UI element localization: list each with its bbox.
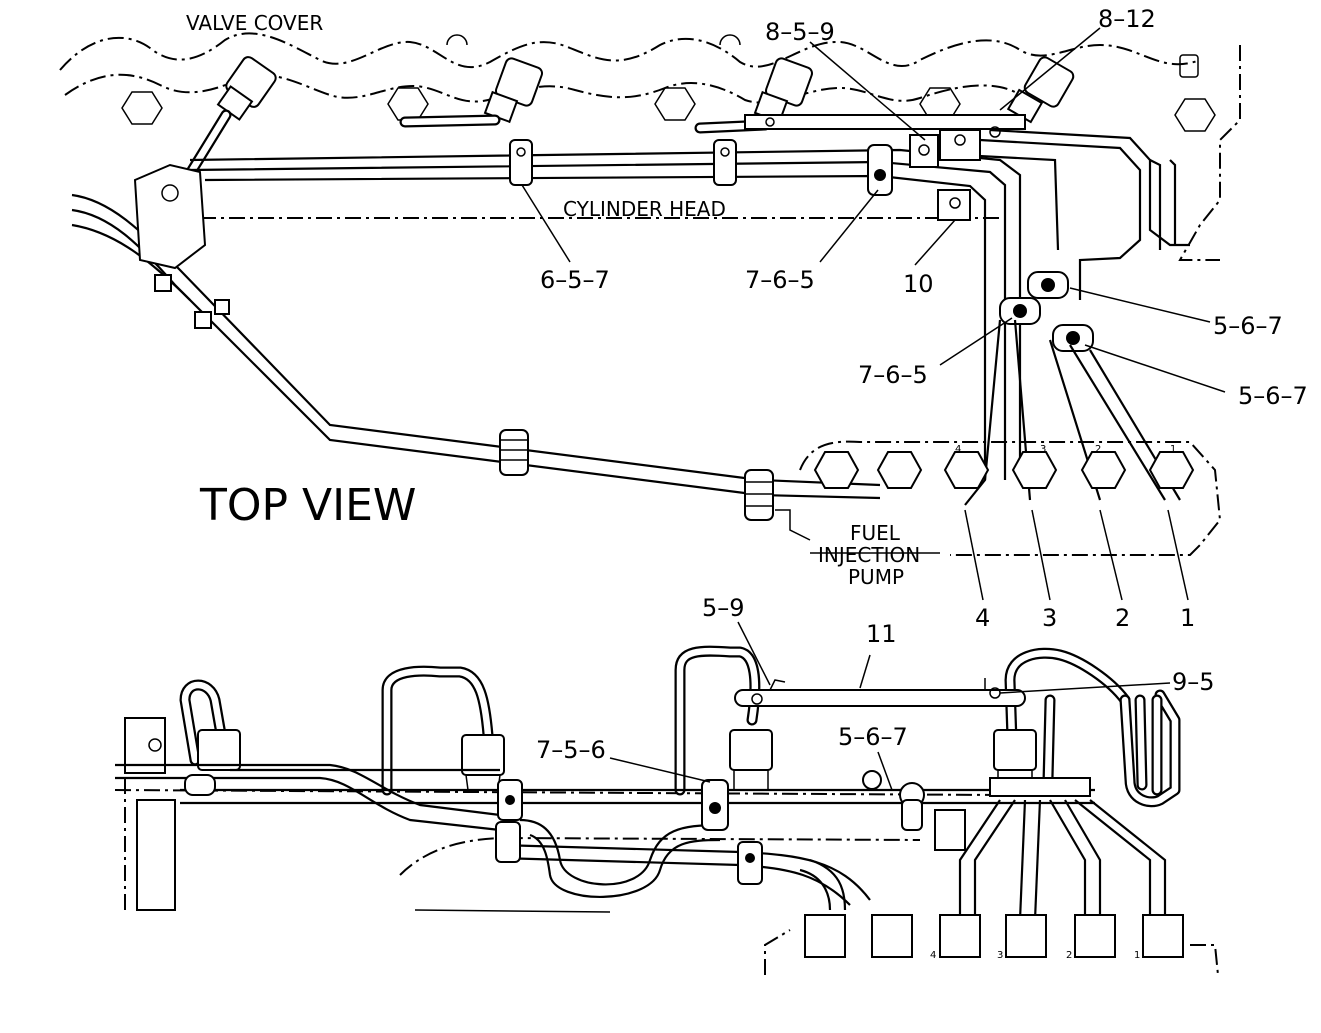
clamps-side: [148, 738, 1091, 885]
callout-5-6-7-b: 5–6–7: [1238, 382, 1308, 410]
head-bolt-hex: [387, 87, 429, 121]
leader-lines-top: [521, 27, 1226, 601]
return-line-sleeve: [744, 469, 774, 521]
top-view-title: TOP VIEW: [199, 480, 416, 531]
head-bolt-hex: [121, 91, 163, 125]
injector-2: [399, 57, 544, 128]
pump-label-line3: PUMP: [848, 565, 904, 589]
loop-tubes: [179, 645, 1181, 808]
head-bolt-hex: [1174, 98, 1216, 132]
valve-cover-outline-inner: [64, 73, 1016, 104]
block-outline-lower: [399, 836, 921, 876]
outlet-mark-b2: 2: [1066, 950, 1072, 961]
injector-4: [1006, 56, 1075, 124]
valve-cover-label: VALVE COVER: [186, 11, 323, 35]
outlet-mark-4: 4: [955, 444, 961, 455]
pump-outlets-side: 4 3 2 1: [804, 914, 1184, 961]
pump-label-line2: INJECTION: [818, 543, 920, 567]
side-view: 4 3 2 1 5–9 11 9–5 5–6–7 7–5–6: [114, 594, 1219, 976]
callout-11: 11: [866, 620, 897, 648]
callout-8-5-9: 8–5–9: [765, 18, 835, 46]
callout-5-6-7-side: 5–6–7: [838, 723, 908, 751]
valve-cover-bolt-arc: [446, 34, 468, 46]
callout-9-5: 9–5: [1172, 668, 1215, 696]
head-bolt-hex: [654, 87, 696, 121]
bracket-10: [937, 189, 971, 221]
pump-delivery-lines-side: [799, 799, 1167, 921]
clamp-set-right: [999, 271, 1094, 352]
injector-nuts-side: [197, 729, 1037, 791]
callout-line-1: 1: [1180, 604, 1195, 632]
outlet-mark-2: 2: [1095, 444, 1101, 455]
callout-10: 10: [903, 270, 934, 298]
callout-7-5-6: 7–5–6: [536, 736, 606, 764]
outlet-mark-b4: 4: [930, 950, 936, 961]
pump-outline-side: [764, 929, 1219, 976]
callout-7-6-5-b: 7–6–5: [858, 361, 928, 389]
outlet-mark-3: 3: [1040, 444, 1046, 455]
valve-cover-bolt-arc: [719, 34, 741, 46]
valve-cover-tab: [1179, 54, 1199, 78]
callout-8-12: 8–12: [1098, 5, 1156, 33]
injector-bracket-bar: [744, 114, 1026, 130]
top-view: 4 3 2 1 VALVE COVER CYLINDER HEAD TOP VI…: [59, 5, 1308, 632]
fuel-line-bundle: [189, 128, 1190, 480]
clamp-6-5-7: [509, 139, 533, 186]
left-bracket: [133, 163, 207, 270]
injection-pump-outline: [799, 440, 1222, 556]
injector-1: [174, 56, 277, 196]
pump-delivery-lines-top: [964, 319, 1181, 506]
callout-6-5-7: 6–5–7: [540, 266, 610, 294]
left-mount: [136, 799, 176, 911]
return-line-sleeve: [499, 429, 529, 476]
leader-lines-bottom: [609, 621, 1171, 791]
clamp-top: [713, 139, 737, 186]
outlet-mark-b3: 3: [997, 950, 1003, 961]
pump-label-line1: FUEL: [850, 521, 901, 545]
left-mount-cap: [124, 717, 166, 774]
clamp-8-5-9: [909, 134, 939, 168]
callout-line-3: 3: [1042, 604, 1057, 632]
pump-leader: [775, 509, 811, 541]
callout-5-6-7-a: 5–6–7: [1213, 312, 1283, 340]
cylinder-head-right-edge: [1178, 45, 1241, 261]
callout-line-2: 2: [1115, 604, 1130, 632]
callout-7-6-5-a: 7–6–5: [745, 266, 815, 294]
bracket-bar-11: [734, 689, 1026, 707]
callout-line-4: 4: [975, 604, 990, 632]
valve-cover-outline: [59, 32, 1201, 71]
outlet-mark-b1: 1: [1134, 950, 1140, 961]
cylinder-head-label: CYLINDER HEAD: [563, 197, 726, 221]
pump-outlets-top: 4 3 2 1: [813, 444, 1195, 489]
callout-5-9: 5–9: [702, 594, 745, 622]
outlet-mark-1: 1: [1170, 444, 1176, 455]
